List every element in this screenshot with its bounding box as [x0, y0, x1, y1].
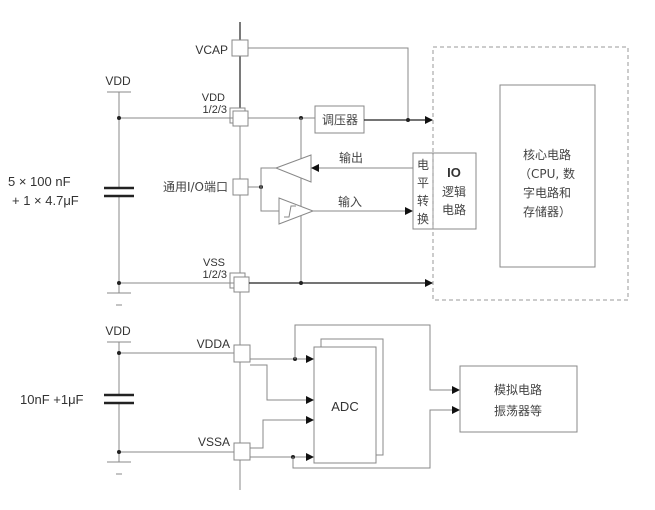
io-pin — [232, 178, 249, 196]
schmitt-input-buffer-icon — [278, 197, 315, 225]
schmitt-symbol-icon — [284, 205, 296, 218]
io-buffer-wire — [260, 167, 279, 212]
junction-dot — [117, 351, 121, 355]
junction-dot — [299, 281, 303, 285]
vcap-wire — [248, 47, 409, 120]
core-label-2: （CPU, 数 — [519, 166, 575, 181]
cap-top-label-1: 5 × 100 nF — [8, 174, 71, 189]
input-label: 输入 — [338, 194, 362, 209]
analog-circuit-block — [459, 365, 578, 433]
vcap-label: VCAP — [195, 43, 228, 57]
vssa-to-analog-arrow — [292, 406, 460, 469]
level-shift-char: 平 — [417, 176, 429, 190]
level-shift-char: 电 — [417, 158, 429, 172]
regulator-block — [314, 105, 365, 134]
core-label-1: 核心电路 — [523, 147, 571, 162]
junction-dot — [117, 116, 121, 120]
io-port-label: 通用I/O端口 — [163, 180, 228, 194]
vdda-label: VDDA — [197, 337, 230, 351]
junction-dot — [406, 118, 410, 122]
vss-pin-sub-label: 1/2/3 — [203, 269, 227, 281]
vdda-pin — [233, 344, 251, 363]
vdd-bottom-label: VDD — [105, 324, 131, 338]
core-label-4: 存储器） — [523, 204, 571, 219]
adc-label: ADC — [331, 399, 358, 414]
vdd-pin — [232, 110, 249, 127]
vcap-pin — [231, 39, 249, 57]
vdd-pin-sub-label: 1/2/3 — [203, 104, 227, 116]
output-label: 输出 — [339, 150, 363, 165]
analog-label-1: 模拟电路 — [494, 382, 542, 397]
vdda-ref-arrow — [250, 364, 314, 404]
vdda-to-analog-arrow — [294, 324, 460, 394]
analog-label-2: 振荡器等 — [494, 404, 542, 418]
vdd-top-label: VDD — [105, 74, 131, 88]
level-shift-char: 换 — [417, 212, 429, 226]
level-shift-char: 转 — [417, 193, 429, 208]
io-logic-label-2: 逻辑 — [442, 185, 466, 199]
io-logic-label-3: 电路 — [442, 202, 466, 217]
core-circuit-block — [499, 84, 596, 268]
core-label-3: 字电路和 — [523, 185, 571, 200]
io-logic-label-1: IO — [447, 165, 461, 180]
adc-block — [313, 346, 377, 464]
vss-pin — [233, 276, 250, 293]
junction-dot — [117, 281, 121, 285]
output-buffer-icon — [274, 154, 312, 183]
junction-dot — [117, 450, 121, 454]
vss-pin-label: VSS — [203, 257, 225, 269]
regulator-label: 调压器 — [322, 113, 358, 127]
vssa-ref-arrow — [250, 416, 314, 449]
vssa-pin — [233, 442, 251, 461]
cap-bottom-label: 10nF +1μF — [20, 392, 84, 407]
vdd-pin-label: VDD — [202, 92, 225, 104]
cap-top-label-2: + 1 × 4.7μF — [12, 193, 79, 208]
vssa-label: VSSA — [198, 435, 230, 449]
